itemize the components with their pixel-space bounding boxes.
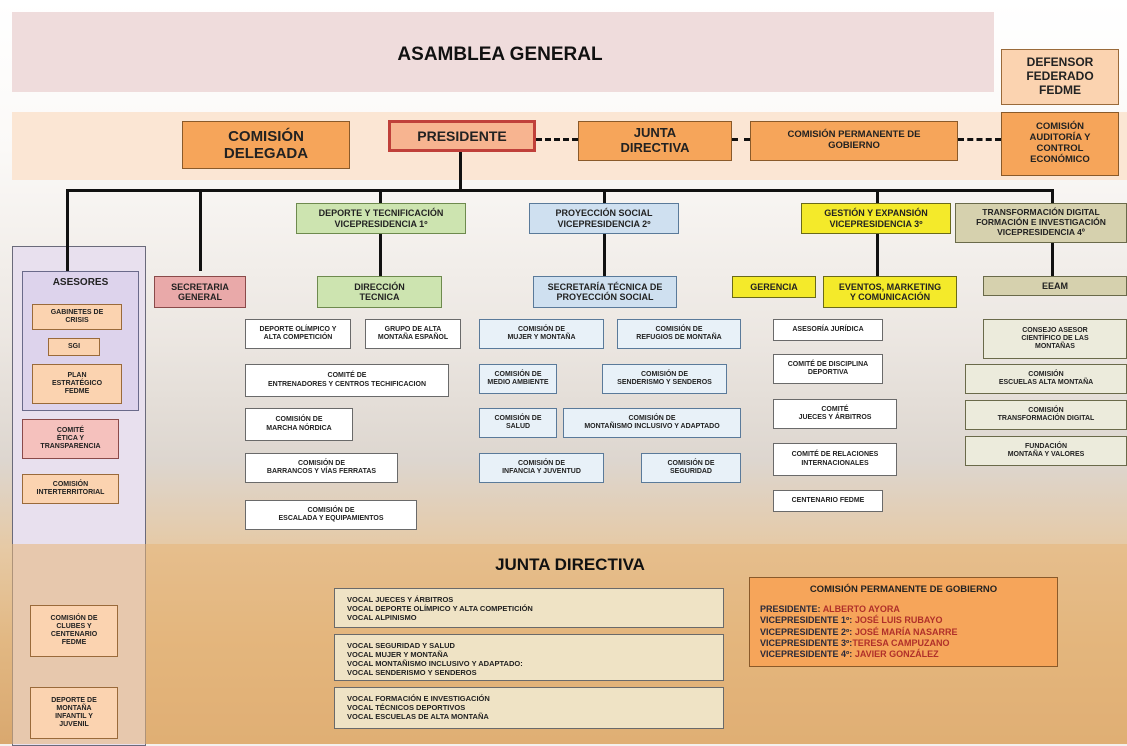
connector-line [66,189,69,271]
vocal-item: VOCAL MONTAÑISMO INCLUSIVO Y ADAPTADO: [347,659,523,668]
cpg-row: VICEPRESIDENTE 3º:TERESA CAMPUZANO [760,638,1047,649]
centenario-fedme[interactable]: CENTENARIO FEDME [773,490,883,512]
connector-line [459,152,462,192]
comite-etica[interactable]: COMITÉ ÉTICA Y TRANSPARENCIA [22,419,119,459]
vocal-group-3: VOCAL FORMACIÓN E INVESTIGACIÓN VOCAL TÉ… [334,687,724,729]
vocal-item: VOCAL TÉCNICOS DEPORTIVOS [347,703,466,712]
defensor-federado[interactable]: DEFENSOR FEDERADO FEDME [1001,49,1119,105]
vocal-item: VOCAL SEGURIDAD Y SALUD [347,641,455,650]
comision-permanente-box[interactable]: COMISIÓN PERMANENTE DE GOBIERNO [750,121,958,161]
cpg-name: JOSÉ LUIS RUBAYO [854,615,943,626]
gerencia[interactable]: GERENCIA [732,276,816,298]
cpg-row: PRESIDENTE: ALBERTO AYORA [760,604,1047,615]
vicepresidencia-2[interactable]: PROYECCIÓN SOCIAL VICEPRESIDENCIA 2º [529,203,679,234]
gabinetes-de-crisis[interactable]: GABINETES DE CRISIS [32,304,122,330]
cpg-role: VICEPRESIDENTE 3º: [760,637,853,648]
connector-line [1051,189,1054,203]
cpg-role: PRESIDENTE: [760,604,823,614]
consejo-asesor[interactable]: CONSEJO ASESOR CIENTÍFICO DE LAS MONTAÑA… [983,319,1127,359]
comision-infancia[interactable]: COMISIÓN DE INFANCIA Y JUVENTUD [479,453,604,483]
comision-mujer[interactable]: COMISIÓN DE MUJER Y MONTAÑA [479,319,604,349]
comision-escalada[interactable]: COMISIÓN DE ESCALADA Y EQUIPAMIENTOS [245,500,417,530]
dashed-connector [958,138,1001,141]
cpg-row: VICEPRESIDENTE 2º: JOSÉ MARÍA NASARRE [760,627,1047,638]
junta-directiva-box[interactable]: JUNTA DIRECTIVA [578,121,732,161]
junta-directiva-title: JUNTA DIRECTIVA [495,555,645,575]
asesores-title: ASESORES [52,277,109,289]
cpg-row: VICEPRESIDENTE 1º: JOSÉ LUIS RUBAYO [760,615,1047,626]
vocal-item: VOCAL FORMACIÓN E INVESTIGACIÓN [347,694,490,703]
vocal-group-2: VOCAL SEGURIDAD Y SALUD VOCAL MUJER Y MO… [334,634,724,681]
cpg-role: VICEPRESIDENTE 4º: [760,649,855,659]
vocal-item: VOCAL JUECES Y ÁRBITROS [347,595,454,604]
vocal-item: VOCAL ESCUELAS DE ALTA MONTAÑA [347,712,489,721]
deporte-montana-infantil[interactable]: DEPORTE DE MONTAÑA INFANTIL Y JUVENIL [30,687,118,739]
eeam[interactable]: EEAM [983,276,1127,296]
comision-seguridad[interactable]: COMISIÓN DE SEGURIDAD [641,453,741,483]
vicepresidencia-4[interactable]: TRANSFORMACIÓN DIGITAL FORMACIÓN E INVES… [955,203,1127,243]
grupo-alta-montana[interactable]: GRUPO DE ALTA MONTAÑA ESPAÑOL [365,319,461,349]
comision-clubes[interactable]: COMISIÓN DE CLUBES Y CENTENARIO FEDME [30,605,118,657]
vicepresidencia-3[interactable]: GESTIÓN Y EXPANSIÓN VICEPRESIDENCIA 3º [801,203,951,234]
comision-refugios[interactable]: COMISIÓN DE REFUGIOS DE MONTAÑA [617,319,741,349]
cpg-name: ALBERTO AYORA [822,604,900,614]
presidente[interactable]: PRESIDENTE [388,120,536,152]
sgi[interactable]: SGI [48,338,100,356]
connector-line [66,189,1054,192]
connector-line [603,234,606,276]
comision-medio-ambiente[interactable]: COMISIÓN DE MEDIO AMBIENTE [479,364,557,394]
eventos-marketing[interactable]: EVENTOS, MARKETING Y COMUNICACIÓN [823,276,957,308]
asamblea-general: ASAMBLEA GENERAL [397,44,603,66]
comision-salud[interactable]: COMISIÓN DE SALUD [479,408,557,438]
vicepresidencia-1[interactable]: DEPORTE Y TECNIFICACIÓN VICEPRESIDENCIA … [296,203,466,234]
comite-disciplina[interactable]: COMITÉ DE DISCIPLINA DEPORTIVA [773,354,883,384]
comision-senderismo[interactable]: COMISIÓN DE SENDERISMO Y SENDEROS [602,364,727,394]
comite-entrenadores[interactable]: COMITÉ DE ENTRENADORES Y CENTROS TECHIFI… [245,364,449,397]
cpg-name: TERESA CAMPUZANO [852,637,950,648]
comision-escuelas[interactable]: COMISIÓN ESCUELAS ALTA MONTAÑA [965,364,1127,394]
comite-relaciones[interactable]: COMITÉ DE RELACIONES INTERNACIONALES [773,443,897,476]
vocal-group-1: VOCAL JUECES Y ÁRBITROS VOCAL DEPORTE OL… [334,588,724,628]
dashed-connector [732,138,750,141]
comision-transformacion[interactable]: COMISIÓN TRANSFORMACIÓN DIGITAL [965,400,1127,430]
comision-delegada[interactable]: COMISIÓN DELEGADA [182,121,350,169]
secretaria-general[interactable]: SECRETARIA GENERAL [154,276,246,308]
vocal-item: VOCAL DEPORTE OLÍMPICO Y ALTA COMPETICIÓ… [347,604,533,613]
cpg-role: VICEPRESIDENTE 2º: [760,626,855,637]
connector-line [199,189,202,271]
fundacion[interactable]: FUNDACIÓN MONTAÑA Y VALORES [965,436,1127,466]
direccion-tecnica[interactable]: DIRECCIÓN TECNICA [317,276,442,308]
comision-inclusivo[interactable]: COMISIÓN DE MONTAÑISMO INCLUSIVO Y ADAPT… [563,408,741,438]
connector-line [603,189,606,203]
comision-barrancos[interactable]: COMISIÓN DE BARRANCOS Y VÍAS FERRATAS [245,453,398,483]
cpg-name: JOSÉ MARÍA NASARRE [854,626,958,637]
connector-line [379,234,382,276]
cpg-row: VICEPRESIDENTE 4º: JAVIER GONZÁLEZ [760,649,1047,660]
vocal-item: VOCAL SENDERISMO Y SENDEROS [347,668,477,677]
dashed-connector [536,138,578,141]
comision-auditoria[interactable]: COMISIÓN AUDITORÍA Y CONTROL ECONÓMICO [1001,112,1119,176]
comite-jueces[interactable]: COMITÉ JUECES Y ÁRBITROS [773,399,897,429]
executive-band [12,112,1127,180]
secretaria-tecnica[interactable]: SECRETARÍA TÉCNICA DE PROYECCIÓN SOCIAL [533,276,677,308]
cpg-box: COMISIÓN PERMANENTE DE GOBIERNO PRESIDEN… [749,577,1058,667]
vocal-item: VOCAL MUJER Y MONTAÑA [347,650,449,659]
deporte-olimpico[interactable]: DEPORTE OLÍMPICO Y ALTA COMPETICIÓN [245,319,351,349]
connector-line [876,234,879,276]
asamblea-band [12,12,994,92]
comision-interterritorial[interactable]: COMISIÓN INTERTERRITORIAL [22,474,119,504]
connector-line [1051,234,1054,276]
cpg-role: VICEPRESIDENTE 1º: [760,615,855,626]
connector-line [379,189,382,203]
comision-marcha-nordica[interactable]: COMISIÓN DE MARCHA NÓRDICA [245,408,353,441]
vocal-item: VOCAL ALPINISMO [347,613,417,622]
connector-line [876,189,879,203]
cpg-name: JAVIER GONZÁLEZ [854,649,939,659]
plan-estrategico[interactable]: PLAN ESTRATÉGICO FEDME [32,364,122,404]
asesoria-juridica[interactable]: ASESORÍA JURÍDICA [773,319,883,341]
cpg-title: COMISIÓN PERMANENTE DE GOBIERNO [809,584,998,595]
